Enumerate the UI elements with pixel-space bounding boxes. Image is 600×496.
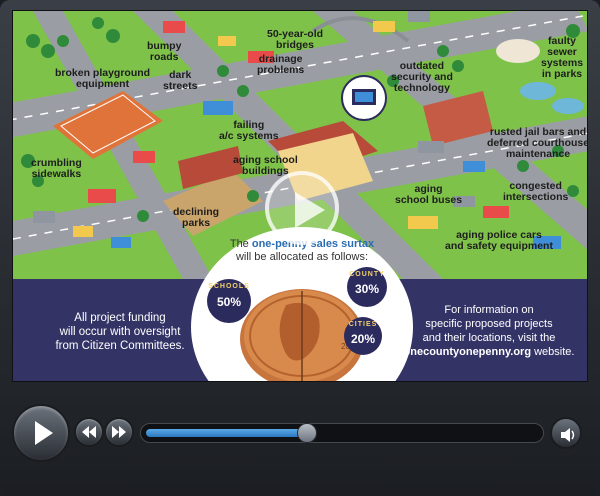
rewind-button[interactable] xyxy=(74,417,104,447)
label-jail: rusted jail bars and deferred courthouse… xyxy=(487,126,588,160)
website-info-line-4: onecountyonepenny.org website. xyxy=(399,345,579,359)
county-tag: COUNTY xyxy=(349,271,385,278)
rewind-icon xyxy=(82,426,96,438)
website-info: For information on specific proposed pro… xyxy=(399,303,579,359)
play-button[interactable] xyxy=(12,404,70,462)
cities-tag: CITIES xyxy=(348,321,378,328)
label-bumpy-roads: bumpy roads xyxy=(147,40,182,63)
county-badge: COUNTY 30% xyxy=(347,267,387,307)
label-sewer: faulty sewer systems in parks xyxy=(541,35,584,80)
label-dark-streets: dark streets xyxy=(163,69,198,92)
schools-tag: SCHOOLS xyxy=(208,283,250,290)
video-screen[interactable]: 50-year-old bridges bumpy roads broken p… xyxy=(12,10,588,382)
label-sidewalks: crumbling sidewalks xyxy=(31,157,82,180)
county-pct: 30% xyxy=(354,282,380,296)
label-drainage: drainage problems xyxy=(257,53,305,76)
label-school-buses: aging school buses xyxy=(395,183,463,206)
surtax-heading: The one-penny sales surtax will be alloc… xyxy=(208,238,396,264)
player-controls xyxy=(0,392,600,482)
website-info-line-3: and their locations, visit the xyxy=(422,332,556,344)
surtax-pre: The xyxy=(229,238,252,250)
oversight-text: All project funding will occur with over… xyxy=(55,312,185,352)
schools-pct: 50% xyxy=(216,295,242,309)
play-icon xyxy=(295,192,325,228)
label-intersections: congested intersections xyxy=(503,180,569,203)
label-police: aging police cars and safety equipment xyxy=(445,229,553,252)
big-play-button[interactable] xyxy=(265,171,339,245)
label-security: outdated security and technology xyxy=(391,60,453,94)
label-school-buildings: aging school buildings xyxy=(233,154,298,177)
website-suffix: website. xyxy=(531,346,575,358)
website-info-line-2: specific proposed projects xyxy=(425,318,553,330)
label-bridges: 50-year-old bridges xyxy=(267,28,324,51)
speaker-icon xyxy=(561,428,575,442)
fast-forward-icon xyxy=(112,426,126,438)
volume-button[interactable] xyxy=(550,417,582,449)
schools-badge: SCHOOLS 50% xyxy=(207,279,251,323)
label-ac: failing a/c systems xyxy=(219,119,279,142)
label-parks: declining parks xyxy=(173,206,220,229)
surtax-post: will be allocated as follows: xyxy=(235,251,369,263)
progress-track[interactable] xyxy=(140,423,544,443)
progress-handle[interactable] xyxy=(297,423,317,443)
surtax-highlight: one-penny sales surtax xyxy=(251,238,375,250)
play-icon xyxy=(35,421,53,445)
website-info-line-1: For information on xyxy=(444,304,534,316)
website-link[interactable]: onecountyonepenny.org xyxy=(403,346,532,358)
fast-forward-button[interactable] xyxy=(104,417,134,447)
cities-pct: 20% xyxy=(350,332,376,346)
cities-badge: CITIES 20% xyxy=(344,317,382,355)
penny-coin: 2017 xyxy=(240,289,364,381)
city-illustration xyxy=(13,11,587,279)
progress-fill xyxy=(146,429,307,437)
label-playground: broken playground equipment xyxy=(55,67,151,90)
